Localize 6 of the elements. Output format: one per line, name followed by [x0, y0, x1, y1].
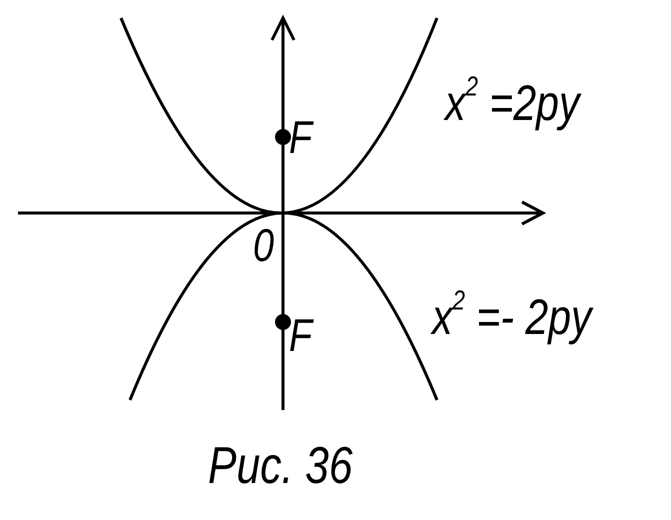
focus-label: F [289, 114, 312, 160]
figure-caption: Рис. 36 [208, 440, 353, 492]
equation-label: x$^{2}$ =2py [445, 78, 580, 128]
equation-label: x$^{2}$ =- 2py [432, 292, 592, 342]
focus-label: F [289, 312, 312, 358]
origin-label: 0 [253, 222, 274, 268]
